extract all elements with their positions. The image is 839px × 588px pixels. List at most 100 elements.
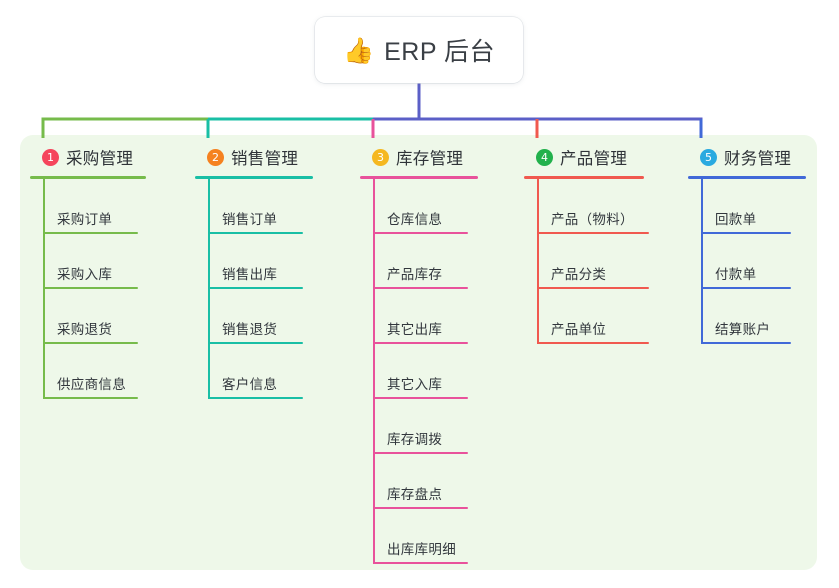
column-underline-3: [360, 176, 478, 179]
column-underline-1: [30, 176, 146, 179]
list-item[interactable]: 产品（物料）: [537, 179, 649, 234]
list-item-label: 客户信息: [222, 377, 278, 392]
list-item-label: 仓库信息: [387, 212, 443, 227]
list-item-label: 产品分类: [551, 267, 607, 282]
list-item-rule: [537, 342, 649, 344]
column-2: 2 销售管理销售订单销售出库销售退货客户信息: [195, 144, 313, 399]
column-spine-1: [43, 179, 45, 399]
list-item-label: 销售退货: [222, 322, 278, 337]
column-items-5: 回款单付款单结算账户: [688, 179, 806, 344]
list-item[interactable]: 出库库明细: [373, 509, 478, 564]
list-item-label: 供应商信息: [57, 377, 126, 392]
list-item[interactable]: 销售退货: [208, 289, 313, 344]
list-item-rule: [373, 287, 468, 289]
list-item-label: 采购入库: [57, 267, 113, 282]
column-items-4: 产品（物料） 产品分类产品单位: [524, 179, 649, 344]
column-badge-4: 4: [536, 148, 553, 166]
list-item[interactable]: 结算账户: [701, 289, 806, 344]
column-header-3[interactable]: 3 库存管理: [360, 144, 478, 170]
column-title-1: 采购管理: [66, 150, 134, 168]
list-item-label: 产品（物料）: [551, 212, 634, 227]
list-item[interactable]: 采购订单: [43, 179, 146, 234]
list-item[interactable]: 其它入库: [373, 344, 478, 399]
list-item-rule: [373, 562, 468, 564]
column-badge-1: 1: [42, 148, 59, 166]
root-node-card[interactable]: 👍 ERP 后台: [315, 17, 523, 83]
list-item[interactable]: 产品库存: [373, 234, 478, 289]
column-header-5[interactable]: 5 财务管理: [688, 144, 806, 170]
list-item[interactable]: 产品单位: [537, 289, 649, 344]
list-item-rule: [43, 342, 138, 344]
list-item[interactable]: 采购退货: [43, 289, 146, 344]
list-item-rule: [43, 397, 138, 399]
list-item-rule: [373, 507, 468, 509]
list-item[interactable]: 客户信息: [208, 344, 313, 399]
column-title-3: 库存管理: [396, 150, 464, 168]
list-item-label: 库存盘点: [387, 487, 443, 502]
thumbs-up-icon: 👍: [342, 36, 375, 65]
list-item[interactable]: 库存调拨: [373, 399, 478, 454]
list-item[interactable]: 采购入库: [43, 234, 146, 289]
column-3: 3 库存管理仓库信息产品库存其它出库其它入库库存调拨库存盘点出库库明细: [360, 144, 478, 564]
list-item[interactable]: 付款单: [701, 234, 806, 289]
column-spine-4: [537, 179, 539, 344]
column-items-3: 仓库信息产品库存其它出库其它入库库存调拨库存盘点出库库明细: [360, 179, 478, 564]
list-item-label: 采购退货: [57, 322, 113, 337]
column-badge-5: 5: [700, 148, 717, 166]
list-item-rule: [43, 232, 138, 234]
column-header-1[interactable]: 1 采购管理: [30, 144, 146, 170]
list-item-label: 产品库存: [387, 267, 443, 282]
list-item-label: 回款单: [715, 212, 757, 227]
list-item[interactable]: 仓库信息: [373, 179, 478, 234]
list-item[interactable]: 供应商信息: [43, 344, 146, 399]
list-item[interactable]: 库存盘点: [373, 454, 478, 509]
list-item-rule: [701, 287, 791, 289]
list-item-label: 出库库明细: [387, 542, 456, 557]
list-item-rule: [208, 232, 303, 234]
column-spine-5: [701, 179, 703, 344]
list-item-rule: [208, 342, 303, 344]
list-item-rule: [701, 342, 791, 344]
column-underline-4: [524, 176, 644, 179]
list-item-rule: [373, 397, 468, 399]
list-item[interactable]: 销售出库: [208, 234, 313, 289]
list-item-label: 其它入库: [387, 377, 443, 392]
column-badge-3: 3: [372, 148, 389, 166]
column-5: 5 财务管理回款单付款单结算账户: [688, 144, 806, 344]
list-item-label: 付款单: [715, 267, 757, 282]
list-item-rule: [537, 232, 649, 234]
list-item[interactable]: 销售订单: [208, 179, 313, 234]
column-spine-3: [373, 179, 375, 564]
list-item-rule: [537, 287, 649, 289]
column-spine-2: [208, 179, 210, 399]
list-item[interactable]: 其它出库: [373, 289, 478, 344]
column-items-1: 采购订单采购入库采购退货供应商信息: [30, 179, 146, 399]
list-item-rule: [43, 287, 138, 289]
list-item-label: 销售订单: [222, 212, 278, 227]
column-underline-2: [195, 176, 313, 179]
list-item-label: 采购订单: [57, 212, 113, 227]
list-item-label: 产品单位: [551, 322, 607, 337]
column-items-2: 销售订单销售出库销售退货客户信息: [195, 179, 313, 399]
column-underline-5: [688, 176, 806, 179]
list-item-label: 其它出库: [387, 322, 443, 337]
list-item-label: 结算账户: [715, 322, 771, 337]
list-item-rule: [701, 232, 791, 234]
list-item-rule: [373, 342, 468, 344]
column-badge-2: 2: [207, 148, 224, 166]
column-title-5: 财务管理: [724, 150, 792, 168]
list-item-rule: [208, 287, 303, 289]
column-header-2[interactable]: 2 销售管理: [195, 144, 313, 170]
list-item[interactable]: 产品分类: [537, 234, 649, 289]
list-item[interactable]: 回款单: [701, 179, 806, 234]
column-title-2: 销售管理: [231, 150, 299, 168]
list-item-rule: [208, 397, 303, 399]
column-1: 1 采购管理采购订单采购入库采购退货供应商信息: [30, 144, 146, 399]
diagram-background-panel: [20, 135, 817, 570]
list-item-label: 库存调拨: [387, 432, 443, 447]
list-item-label: 销售出库: [222, 267, 278, 282]
page-title: ERP 后台: [384, 38, 496, 66]
